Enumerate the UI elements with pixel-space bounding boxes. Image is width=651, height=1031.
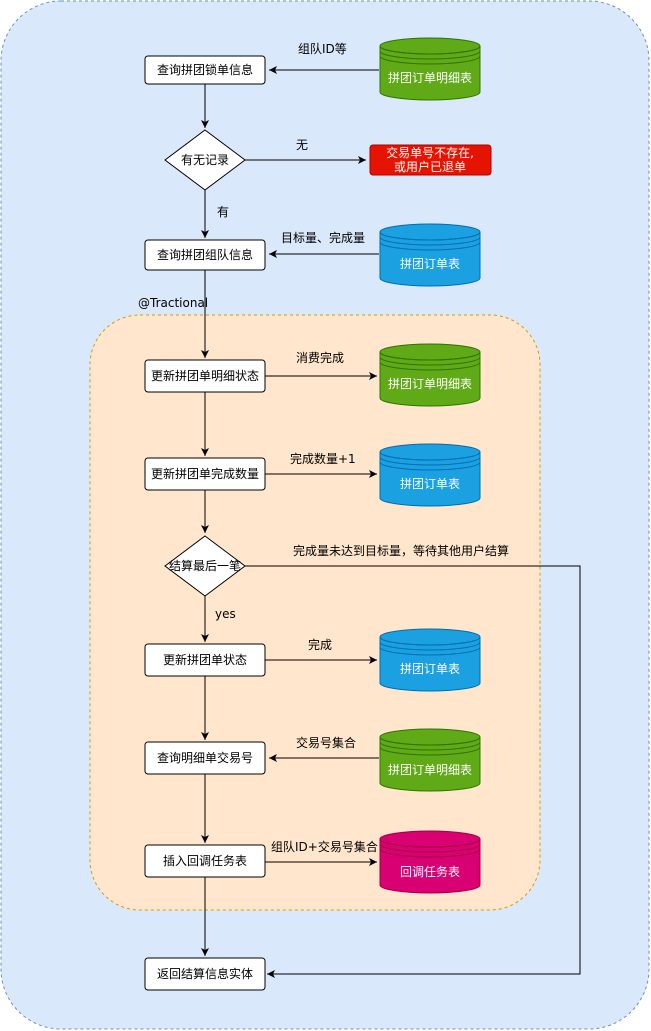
node-has-record-decision: 有无记录	[164, 129, 246, 191]
label-none: 无	[296, 138, 308, 152]
node-update-detail-status: 更新拼团单明细状态	[144, 359, 266, 393]
db-order-detail-1-label: 拼团订单明细表	[388, 71, 472, 85]
db-order-detail-2: 拼团订单明细表	[379, 343, 481, 407]
node-settle-last-decision: 结算最后一笔	[164, 535, 246, 597]
label-not-reached: 完成量未达到目标量，等待其他用户结算	[293, 543, 509, 558]
error-box: 交易单号不存在, 或用户已退单	[369, 144, 492, 176]
db-callback-task: 回调任务表	[379, 830, 481, 894]
db-order-2-label: 拼团订单表	[400, 477, 460, 491]
node-return-entity-label: 返回结算信息实体	[157, 966, 253, 981]
label-consume-complete: 消费完成	[296, 350, 344, 365]
db-order-detail-3-label: 拼团订单明细表	[388, 763, 472, 777]
node-update-complete-count: 更新拼团单完成数量	[144, 457, 266, 491]
node-query-trade-nos-label: 查询明细单交易号	[157, 750, 253, 765]
db-order-2: 拼团订单表	[379, 443, 481, 507]
db-order-1-label: 拼团订单表	[400, 257, 460, 271]
node-update-order-status-label: 更新拼团单状态	[163, 652, 247, 667]
label-complete: 完成	[308, 637, 332, 652]
label-team-id-trade-set: 组队ID+交易号集合	[271, 839, 378, 854]
label-complete-plus-one: 完成数量+1	[290, 451, 356, 466]
label-target-complete: 目标量、完成量	[281, 230, 365, 245]
node-query-team-label: 查询拼团组队信息	[157, 247, 253, 262]
db-order-detail-3: 拼团订单明细表	[379, 728, 481, 792]
node-query-lock: 查询拼团锁单信息	[144, 55, 266, 85]
error-line2: 或用户已退单	[394, 159, 466, 174]
db-order-detail-1: 拼团订单明细表	[379, 37, 481, 101]
node-update-order-status: 更新拼团单状态	[144, 643, 266, 677]
transaction-container	[89, 314, 541, 911]
error-line1: 交易单号不存在,	[386, 145, 474, 160]
node-insert-callback: 插入回调任务表	[144, 844, 266, 878]
edge-settle-to-return	[245, 565, 581, 978]
node-insert-callback-label: 插入回调任务表	[163, 853, 247, 868]
label-yes: yes	[215, 607, 236, 621]
label-trade-no-set: 交易号集合	[296, 735, 356, 750]
label-transactional: @Tractional	[138, 296, 208, 310]
node-update-detail-status-label: 更新拼团单明细状态	[151, 368, 259, 383]
node-update-complete-count-label: 更新拼团单完成数量	[151, 466, 259, 481]
node-query-trade-nos: 查询明细单交易号	[144, 741, 266, 775]
node-has-record-label: 有无记录	[181, 153, 229, 167]
node-query-team: 查询拼团组队信息	[144, 239, 266, 271]
db-order-3: 拼团订单表	[379, 628, 481, 692]
db-order-detail-2-label: 拼团订单明细表	[388, 377, 472, 391]
db-order-3-label: 拼团订单表	[400, 662, 460, 676]
node-return-entity: 返回结算信息实体	[144, 957, 266, 991]
node-query-lock-label: 查询拼团锁单信息	[157, 62, 253, 77]
label-team-id-etc: 组队ID等	[298, 41, 347, 56]
db-order-1: 拼团订单表	[379, 223, 481, 287]
db-callback-task-label: 回调任务表	[400, 864, 460, 879]
node-settle-last-label: 结算最后一笔	[169, 558, 241, 573]
label-has: 有	[217, 205, 229, 219]
